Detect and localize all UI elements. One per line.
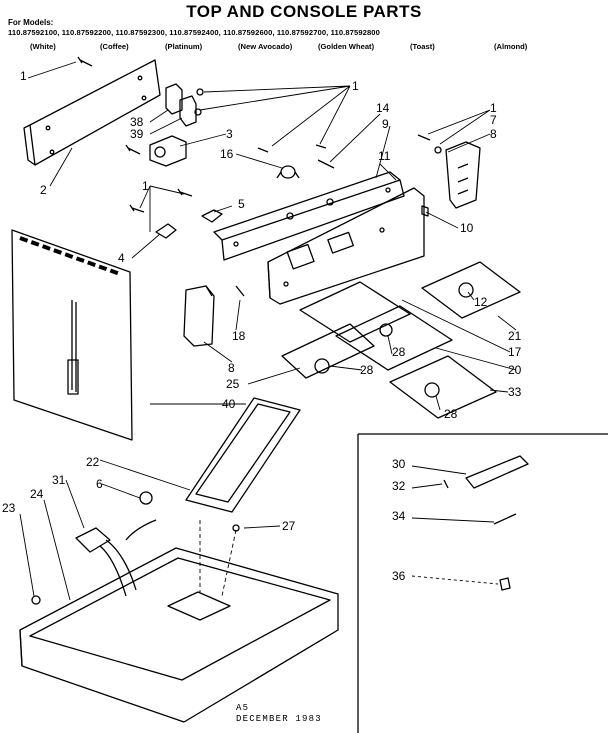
part-33-knob-box xyxy=(389,355,497,419)
callout-2: 2 xyxy=(40,183,47,197)
part-17-knob-box xyxy=(299,281,411,343)
callout-4: 4 xyxy=(118,251,125,265)
callout-14: 14 xyxy=(376,101,390,115)
part-24-washer-top xyxy=(19,547,339,723)
inset-border xyxy=(357,433,608,733)
part-8-end-cap-left xyxy=(183,285,215,347)
screw-1d xyxy=(129,204,145,213)
part-32-screw xyxy=(443,479,449,489)
callout-40: 40 xyxy=(222,397,236,411)
part-21-knob-box xyxy=(421,261,521,319)
color-white: (White) xyxy=(30,42,56,51)
screw-1g xyxy=(417,134,431,141)
color-new-avocado: (New Avocado) xyxy=(238,42,293,51)
part-11-console-housing xyxy=(267,187,425,305)
callout-34: 34 xyxy=(392,509,406,523)
part-3-timer xyxy=(149,135,187,167)
part-28-knob-b xyxy=(314,358,330,374)
callout-1: 1 xyxy=(20,69,27,83)
callout-8: 8 xyxy=(228,361,235,375)
callout-8: 8 xyxy=(490,127,497,141)
callout-1: 1 xyxy=(490,101,497,115)
part-5-bracket xyxy=(201,209,223,223)
callout-28: 28 xyxy=(444,407,458,421)
callout-27: 27 xyxy=(282,519,296,533)
screw-1c xyxy=(177,188,193,197)
callout-9: 9 xyxy=(382,117,389,131)
part-9-console-panel xyxy=(213,171,405,261)
callout-20: 20 xyxy=(508,363,522,377)
for-models-label: For Models: xyxy=(8,18,54,27)
callout-28: 28 xyxy=(360,363,374,377)
screw-1b xyxy=(125,144,141,155)
callout-23: 23 xyxy=(2,501,16,515)
callout-25: 25 xyxy=(226,377,240,391)
callout-6: 6 xyxy=(96,477,103,491)
part-6-grommet xyxy=(139,491,153,505)
color-toast: (Toast) xyxy=(410,42,435,51)
callout-1: 1 xyxy=(352,79,359,93)
part-16-knob-clip xyxy=(276,165,300,179)
part-38-39-blocks xyxy=(165,83,204,127)
callout-10: 10 xyxy=(460,221,474,235)
callout-11: 11 xyxy=(378,149,391,163)
color-platinum: (Platinum) xyxy=(165,42,203,51)
color-coffee: (Coffee) xyxy=(100,42,129,51)
part-2-bracket xyxy=(23,59,161,166)
callout-30: 30 xyxy=(392,457,406,471)
callout-32: 32 xyxy=(392,479,406,493)
part-22-frame xyxy=(185,397,301,513)
part-18-screw xyxy=(235,285,245,297)
part-34-actuator xyxy=(493,513,517,525)
callout-7: 7 xyxy=(490,113,497,127)
callout-39: 39 xyxy=(130,127,144,141)
callout-3: 3 xyxy=(226,127,233,141)
footer-date: DECEMBER 1983 xyxy=(236,714,322,724)
callout-12: 12 xyxy=(474,295,488,309)
callout-1: 1 xyxy=(142,179,149,193)
callout-24: 24 xyxy=(30,487,44,501)
part-20-knob-box xyxy=(335,305,453,371)
screw-1f xyxy=(315,144,327,149)
part-8-end-cap-right xyxy=(434,141,481,209)
leader-lines xyxy=(19,61,517,601)
callout-31: 31 xyxy=(52,473,66,487)
color-golden-wheat: (Golden Wheat) xyxy=(318,42,375,51)
part-14-screw xyxy=(317,159,335,169)
callout-28: 28 xyxy=(392,345,406,359)
callout-22: 22 xyxy=(86,455,100,469)
part-25-knob-box xyxy=(281,323,375,379)
callout-36: 36 xyxy=(392,569,406,583)
callout-33: 33 xyxy=(508,385,522,399)
model-numbers: 110.87592100, 110.87592200, 110.87592300… xyxy=(8,28,380,37)
callout-38: 38 xyxy=(130,115,144,129)
part-36-clip xyxy=(499,577,511,591)
part-30-lid-switch xyxy=(465,455,529,489)
page-title: TOP AND CONSOLE PARTS xyxy=(186,2,422,21)
callout-17: 17 xyxy=(508,345,522,359)
callout-16: 16 xyxy=(220,147,234,161)
callout-18: 18 xyxy=(232,329,246,343)
footer-code: A5 xyxy=(236,703,250,713)
callout-5: 5 xyxy=(238,197,245,211)
screw-1a xyxy=(77,56,93,67)
part-10-clip xyxy=(421,205,429,217)
part-40-rear-panel xyxy=(11,229,133,441)
part-4-switch xyxy=(155,223,177,239)
color-almond: (Almond) xyxy=(494,42,528,51)
callout-labels: 1 38 39 2 1 3 16 14 9 11 1 7 8 1 5 4 10 … xyxy=(2,69,522,583)
part-23-plug xyxy=(31,595,41,605)
callout-21: 21 xyxy=(508,329,522,343)
part-31-harness xyxy=(75,519,157,597)
screw-1e xyxy=(257,147,269,153)
part-28-knob-a xyxy=(379,323,393,337)
part-28-knob-c xyxy=(424,382,440,398)
